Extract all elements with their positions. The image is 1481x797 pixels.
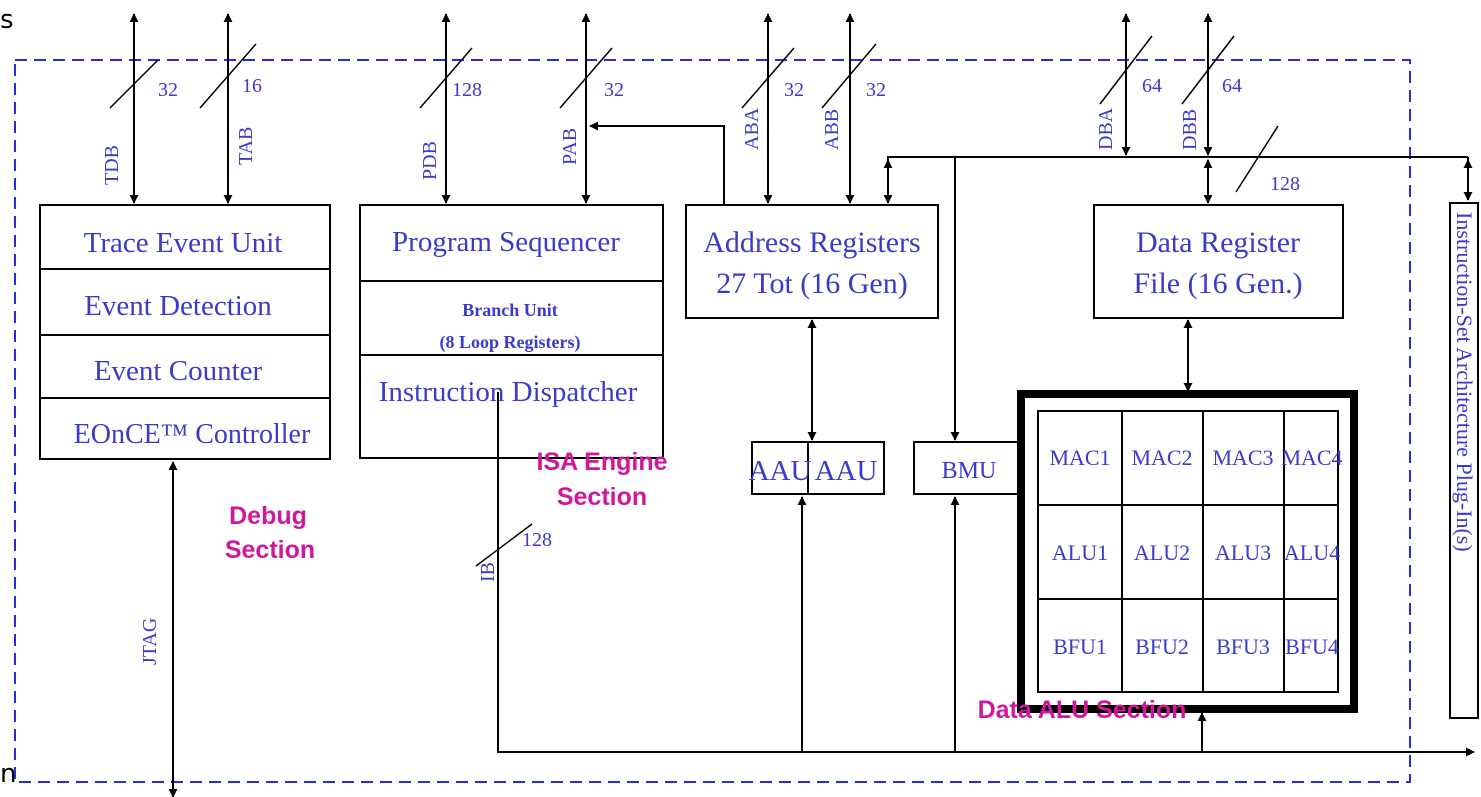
mac4-cell: MAC4 [1281, 445, 1342, 470]
pab-label: PAB [559, 128, 581, 165]
dba-label: DBA [1095, 107, 1117, 150]
data-register-file-block: Data Register File (16 Gen.) [1093, 204, 1344, 319]
bfu1-cell: BFU1 [1053, 634, 1107, 659]
branch-unit-label: Branch Unit [462, 300, 558, 320]
aba-width: 32 [784, 79, 804, 101]
internal-bus-width: 128 [1270, 173, 1300, 195]
debug-section-label-1: Debug [229, 502, 307, 530]
pdb-label: PDB [419, 141, 441, 180]
pab-width: 32 [604, 79, 624, 101]
alu4-cell: ALU4 [1284, 540, 1340, 565]
aau-2-label: AAU [815, 455, 878, 487]
debug-block: Trace Event Unit Event Detection Event C… [39, 204, 331, 460]
instruction-dispatcher-label: Instruction Dispatcher [379, 376, 638, 408]
address-registers-count: 27 Tot (16 Gen) [716, 267, 907, 300]
ib-label: IB [477, 562, 499, 582]
alu1-cell: ALU1 [1052, 540, 1108, 565]
dba-width: 64 [1142, 75, 1162, 97]
event-counter-label: Event Counter [94, 355, 263, 387]
tdb-width: 32 [158, 79, 178, 101]
bmu-label: BMU [942, 458, 997, 484]
ib-width: 128 [522, 529, 552, 551]
addr-to-pab-line [589, 121, 725, 205]
bfu3-cell: BFU3 [1216, 634, 1270, 659]
aau-1-label: AAU [749, 455, 812, 487]
mac2-cell: MAC2 [1131, 445, 1192, 470]
aba-label: ABA [741, 107, 763, 150]
isa-block: Program Sequencer Branch Unit (8 Loop Re… [359, 204, 664, 459]
alu3-cell: ALU3 [1215, 540, 1271, 565]
loop-registers-label: (8 Loop Registers) [440, 332, 581, 353]
jtag-label: JTAG [139, 618, 161, 665]
alu2-cell: ALU2 [1134, 540, 1190, 565]
program-sequencer-label: Program Sequencer [392, 226, 620, 258]
data-register-count: File (16 Gen.) [1133, 267, 1302, 300]
aau-block: AAU AAU [749, 441, 885, 495]
bmu-block: BMU [913, 441, 1025, 495]
edge-fragment-bottom: n [0, 759, 16, 789]
dbb-label: DBB [1179, 109, 1201, 150]
event-detection-label: Event Detection [84, 290, 272, 322]
edge-fragment-top: s [0, 5, 14, 35]
plugin-block: Instruction-Set Architecture Plug-In(s) [1449, 202, 1479, 719]
tab-label: TAB [235, 127, 257, 165]
data-register-label: Data Register [1136, 226, 1300, 259]
tab-width: 16 [242, 75, 262, 97]
isa-section-label-2: Section [557, 483, 647, 511]
eonce-controller-label: EOnCE™ Controller [74, 419, 311, 450]
pdb-width: 128 [452, 79, 482, 101]
dbb-width: 64 [1222, 75, 1242, 97]
plugin-label: Instruction-Set Architecture Plug-In(s) [1452, 212, 1477, 552]
tdb-label: TDB [101, 145, 123, 185]
data-alu-section-label: Data ALU Section [978, 696, 1187, 724]
address-registers-block: Address Registers 27 Tot (16 Gen) [685, 204, 939, 319]
abb-label: ABB [821, 109, 843, 150]
abb-width: 32 [866, 79, 886, 101]
bfu2-cell: BFU2 [1135, 634, 1189, 659]
internal-data-bus [887, 156, 1468, 203]
address-registers-label: Address Registers [703, 226, 920, 259]
ib-bus [497, 392, 1460, 753]
trace-event-unit-label: Trace Event Unit [84, 227, 283, 259]
isa-section-label-1: ISA Engine [536, 448, 667, 476]
data-alu-block [1017, 390, 1358, 713]
bfu4-cell: BFU4 [1285, 634, 1339, 659]
core-boundary [14, 59, 1411, 783]
debug-section-label-2: Section [225, 536, 315, 564]
mac1-cell: MAC1 [1049, 445, 1110, 470]
mac3-cell: MAC3 [1212, 445, 1273, 470]
